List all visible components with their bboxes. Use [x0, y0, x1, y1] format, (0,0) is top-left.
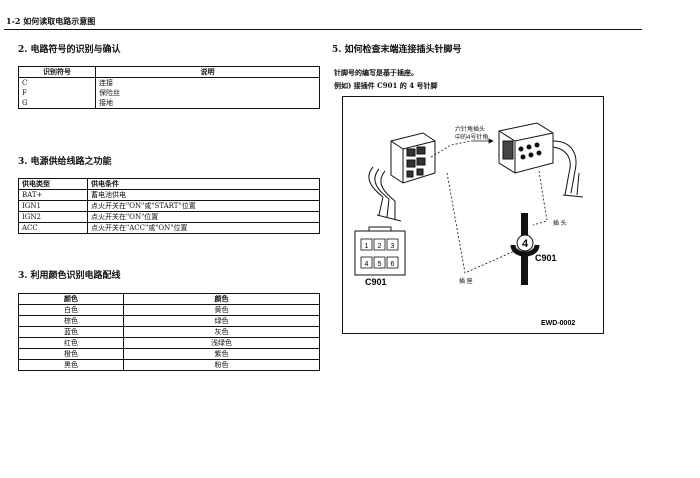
pin-callout [430, 138, 494, 158]
pin-1: 1 [365, 243, 369, 250]
symbol-table-header-code: 识别符号 [18, 66, 96, 78]
table-row: IGN1 点火开关在"ON"或"START"位置 [18, 200, 320, 212]
socket-label: 插 座 [459, 277, 473, 285]
power-type: IGN1 [18, 200, 88, 212]
symbol-meaning: 连接 [95, 77, 320, 88]
pin-number-symbol: 4 [522, 238, 529, 250]
power-table-header-type: 供电类型 [18, 178, 88, 190]
pin-6: 6 [391, 261, 395, 268]
section-2-title: 2. 电路符号的识别与确认 [18, 45, 121, 55]
power-condition: 点火开关在"ACC"或"ON"位置 [87, 222, 320, 234]
table-row: 红色 浅绿色 [18, 337, 320, 349]
color-right: 黄色 [123, 304, 320, 316]
color-right: 浅绿色 [123, 337, 320, 349]
table-row: BAT+ 蓄电池供电 [18, 189, 320, 201]
pin-label-line-2: 中的4号针角 [455, 133, 488, 141]
color-left: 白色 [18, 304, 124, 316]
connector-name-symbol: C901 [535, 253, 557, 263]
color-left: 棕色 [18, 315, 124, 327]
power-table-header-condition: 供电条件 [87, 178, 320, 190]
color-left: 红色 [18, 337, 124, 349]
pin-4: 4 [365, 261, 369, 268]
pin-5: 5 [378, 261, 382, 268]
socket-connector-illustration [368, 132, 436, 222]
table-row: 黑色 粉色 [18, 359, 320, 371]
section-5-line-2: 例如) 接插件 C901 的 4 号针脚 [334, 81, 438, 90]
pin-label-line-1: 六针角插头 [455, 125, 485, 133]
table-row: C 连接 [18, 77, 320, 88]
power-condition: 蓄电池供电 [87, 189, 320, 201]
color-right: 紫色 [123, 348, 320, 360]
pin-3: 3 [391, 243, 395, 250]
power-type: BAT+ [18, 189, 88, 201]
symbol-code: F [18, 88, 96, 98]
header-rule [4, 29, 642, 30]
color-table-header-left: 颜色 [18, 293, 124, 305]
leader-lines [446, 170, 548, 274]
color-right: 粉色 [123, 359, 320, 371]
color-table-header-right: 颜色 [123, 293, 320, 305]
section-5-title: 5. 如何检查末端连接插头针脚号 [332, 45, 462, 55]
symbol-meaning: 接地 [95, 98, 320, 109]
pin-2: 2 [378, 243, 382, 250]
color-left: 黑色 [18, 359, 124, 371]
section-5-line-1: 针脚号的编写是基于插座。 [334, 68, 418, 77]
table-row: G 接地 [18, 98, 320, 109]
table-row: IGN2 点火开关在"ON"位置 [18, 211, 320, 223]
wire-color-table: 颜色 颜色 白色 黄色 棕色 绿色 蓝色 灰色 红色 浅绿色 橙色 紫色 黑色 … [18, 293, 320, 371]
schematic-symbol [510, 213, 540, 285]
table-row: 白色 黄色 [18, 304, 320, 316]
power-condition: 点火开关在"ON"位置 [87, 211, 320, 223]
table-row: 棕色 绿色 [18, 315, 320, 327]
table-row: ACC 点火开关在"ACC"或"ON"位置 [18, 222, 320, 234]
connector-name-left: C901 [365, 277, 387, 287]
power-condition: 点火开关在"ON"或"START"位置 [87, 200, 320, 212]
table-row: 橙色 紫色 [18, 348, 320, 360]
power-supply-table: 供电类型 供电条件 BAT+ 蓄电池供电 IGN1 点火开关在"ON"或"STA… [18, 178, 320, 234]
symbol-code: C [18, 77, 96, 88]
color-left: 橙色 [18, 348, 124, 360]
color-left: 蓝色 [18, 326, 124, 338]
symbol-meaning: 保险丝 [95, 88, 320, 98]
symbol-table-header-meaning: 说明 [95, 66, 320, 78]
pin-grid: 1 2 3 4 5 6 [354, 226, 406, 276]
table-row: F 保险丝 [18, 88, 320, 98]
page-header-title: 1-2 如何读取电路示意图 [6, 16, 96, 26]
color-right: 灰色 [123, 326, 320, 338]
table-row: 蓝色 灰色 [18, 326, 320, 338]
connector-diagram-svg: 六针角插头 中的4号针角 1 2 3 4 5 6 C901 [354, 122, 584, 327]
plug-label: 插 头 [553, 219, 567, 227]
symbol-table: 识别符号 说明 C 连接 F 保险丝 G 接地 [18, 66, 320, 109]
power-type: IGN2 [18, 211, 88, 223]
connector-diagram: 六针角插头 中的4号针角 1 2 3 4 5 6 C901 [342, 96, 604, 334]
symbol-code: G [18, 98, 96, 109]
color-right: 绿色 [123, 315, 320, 327]
power-type: ACC [18, 222, 88, 234]
section-color-title: 3. 利用颜色识别电路配线 [18, 271, 121, 281]
section-3-title: 3. 电源供给线路之功能 [18, 157, 112, 167]
plug-connector-illustration [498, 122, 584, 198]
diagram-code: EWD-0002 [541, 320, 575, 327]
